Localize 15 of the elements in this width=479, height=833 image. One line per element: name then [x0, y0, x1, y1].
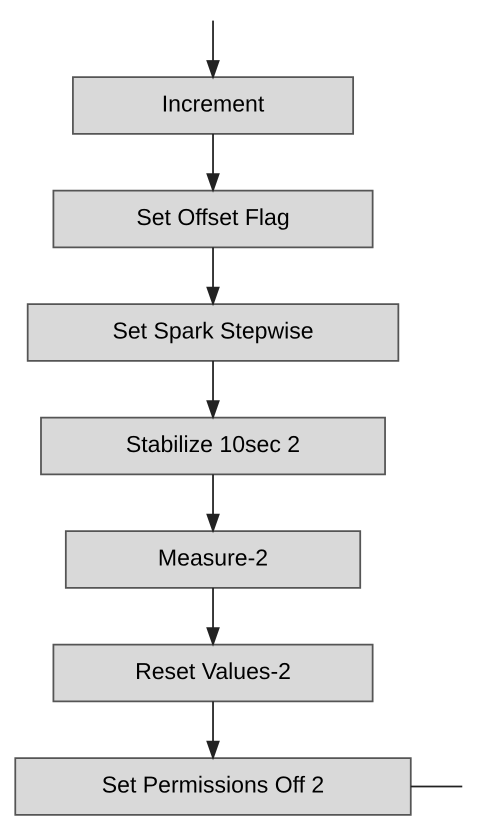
arrow	[206, 133, 220, 192]
connector	[410, 785, 462, 787]
arrow	[206, 700, 220, 760]
node-box: Measure-2	[64, 530, 362, 588]
arrow	[206, 474, 220, 533]
node-box: Reset Values-2	[52, 643, 374, 702]
node-box: Increment	[72, 76, 354, 134]
node-box: Set Permissions Off 2	[14, 756, 412, 816]
node-box: Stabilize 10sec 2	[40, 416, 386, 475]
arrow	[206, 20, 220, 80]
arrow	[206, 587, 220, 646]
node-box: Set Spark Stepwise	[26, 302, 400, 362]
arrow	[206, 246, 220, 306]
arrow	[206, 360, 220, 420]
node-box: Set Offset Flag	[52, 189, 374, 248]
